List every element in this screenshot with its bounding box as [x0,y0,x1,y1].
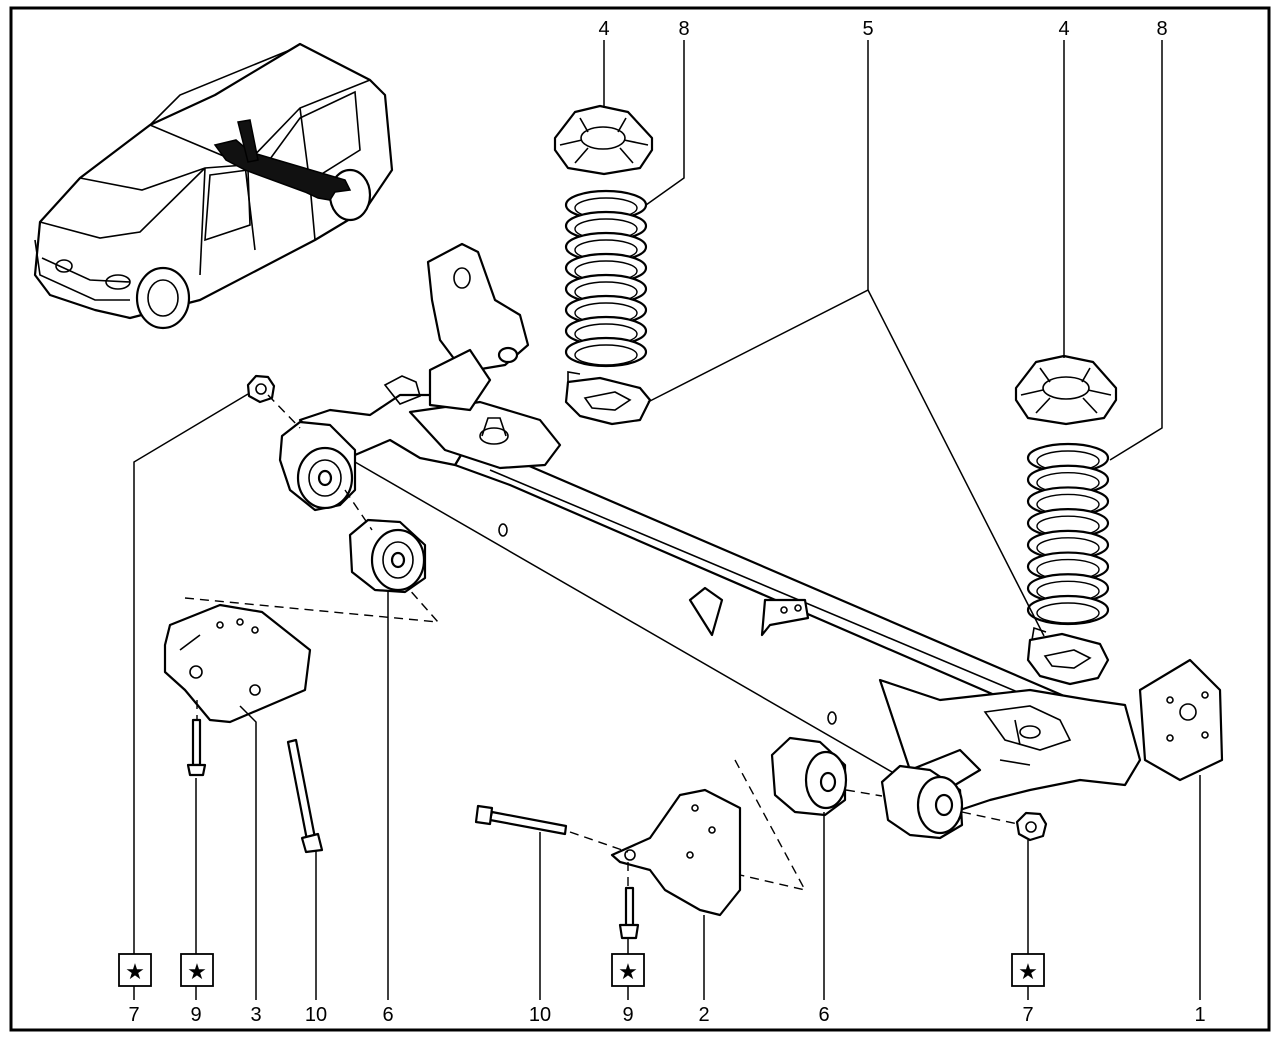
assembly-line [961,811,1019,825]
diagram-frame [9,6,1271,1032]
label-7-right: 7 [1022,1004,1033,1026]
nut-icon [246,374,276,404]
spring-pad-left [564,371,652,426]
coil-spring-icon [1026,442,1110,626]
label-2: 2 [698,1004,709,1026]
assembly-line [267,394,301,429]
assembly-line [344,489,373,531]
label-4-left: 4 [598,18,609,40]
svg-text:★: ★ [125,960,145,985]
coil-spring-icon [564,189,648,368]
spring-coil [564,336,648,368]
star-marker-icon: ★ [611,953,645,987]
spring-coil [1026,594,1110,626]
bushing-icon [278,420,357,512]
svg-text:★: ★ [618,960,638,985]
assembly-line [845,789,883,797]
svg-text:★: ★ [187,960,207,985]
assembly-line [569,831,629,853]
bolt-icon [286,738,324,854]
label-9-right: 9 [622,1004,633,1026]
label-6-right: 6 [818,1004,829,1026]
star-marker-icon: ★ [1011,953,1045,987]
nut-icon [1015,811,1048,842]
spring-seat-icon [1014,354,1118,426]
label-10-right: 10 [529,1004,551,1026]
bracket-icon [163,603,312,724]
star-marker-icon: ★ [118,953,152,987]
bracket-icon [610,788,742,917]
label-10-left: 10 [305,1004,327,1026]
spring-coil-inner [1036,602,1100,624]
assembly-line [734,759,807,892]
spring-pad-right [1026,626,1110,686]
label-8-right: 8 [1156,18,1167,40]
bushing-icon [770,736,848,817]
label-9-left: 9 [190,1004,201,1026]
label-7-left: 7 [128,1004,139,1026]
label-5: 5 [862,18,873,40]
label-6-left: 6 [382,1004,393,1026]
bushing-icon [348,518,427,594]
bushing-icon [880,764,964,840]
bolt-icon [186,718,207,777]
label-8-left: 8 [678,18,689,40]
label-4-right: 4 [1058,18,1069,40]
bolt-icon [618,886,640,940]
spring-seat-icon [553,104,654,176]
star-marker-icon: ★ [180,953,214,987]
axle-beam-icon [298,242,1224,812]
label-1: 1 [1194,1004,1205,1026]
bolt-icon [474,804,568,836]
spring-coil-inner [574,344,638,366]
label-3: 3 [250,1004,261,1026]
svg-text:★: ★ [1018,960,1038,985]
vehicle-icon [33,42,394,330]
